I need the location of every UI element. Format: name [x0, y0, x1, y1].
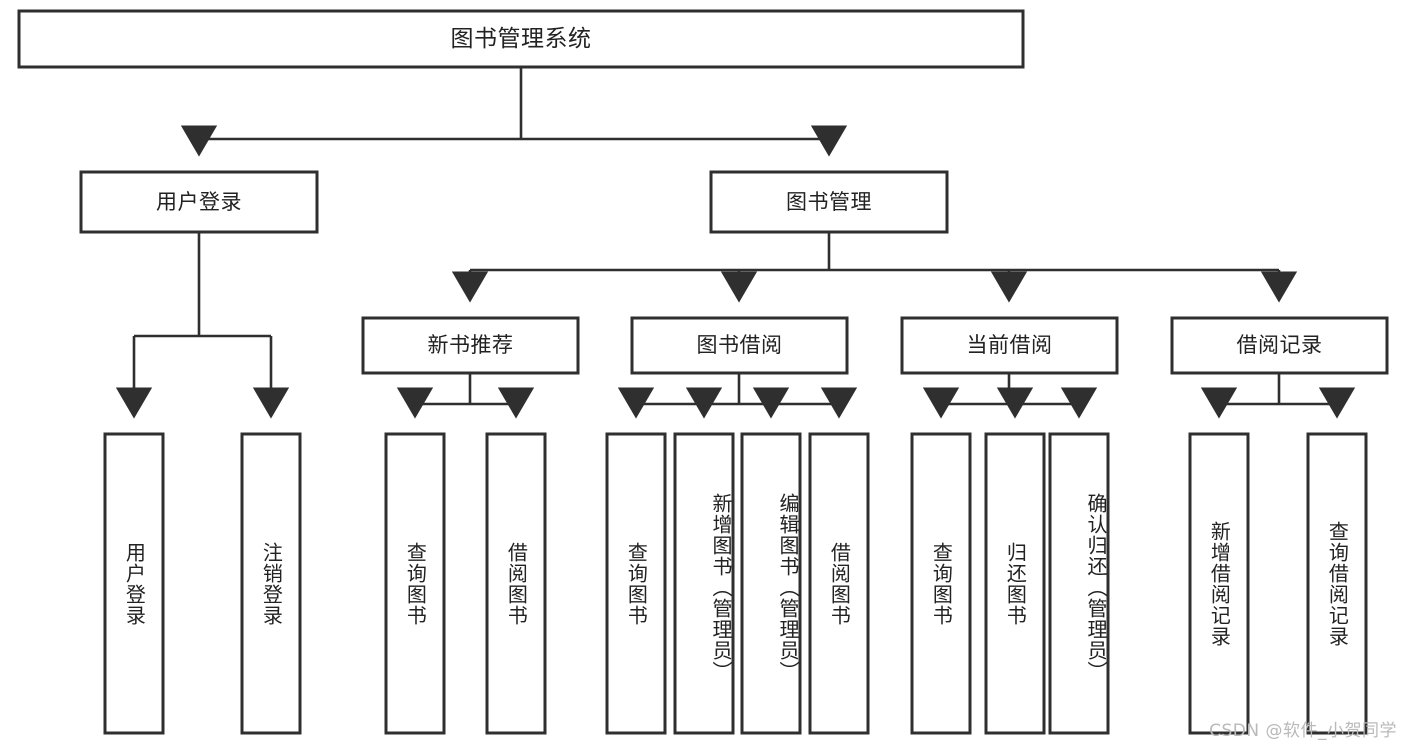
node-box-leaf-edit-book[interactable]: [740, 432, 802, 735]
node-box-leaf-query-book-borrow[interactable]: [605, 432, 667, 735]
node-box-book-borrow[interactable]: [630, 316, 849, 375]
node-box-leaf-add-book[interactable]: [673, 432, 735, 735]
node-box-leaf-return-book[interactable]: [984, 432, 1046, 735]
node-box-leaf-borrow-book[interactable]: [808, 432, 870, 735]
node-box-book-manage[interactable]: [709, 170, 949, 234]
node-box-leaf-query-record[interactable]: [1306, 432, 1368, 735]
node-box-current-borrow[interactable]: [900, 316, 1119, 375]
node-box-user-login[interactable]: [79, 170, 319, 234]
connector-group: [115, 67, 1356, 419]
node-box-leaf-logout[interactable]: [240, 432, 302, 735]
node-box-leaf-borrow-book-recommend[interactable]: [485, 432, 547, 735]
node-box-leaf-query-book-current[interactable]: [910, 432, 972, 735]
node-box-leaf-confirm-return[interactable]: [1048, 432, 1110, 735]
node-box-leaf-user-login[interactable]: [103, 432, 165, 735]
node-box-root[interactable]: [17, 9, 1025, 69]
node-box-borrow-record[interactable]: [1170, 316, 1389, 375]
node-box-leaf-query-book-recommend[interactable]: [384, 432, 446, 735]
node-box-group: [17, 9, 1389, 735]
node-box-leaf-add-record[interactable]: [1188, 432, 1250, 735]
node-box-new-book-recommend[interactable]: [361, 316, 580, 375]
